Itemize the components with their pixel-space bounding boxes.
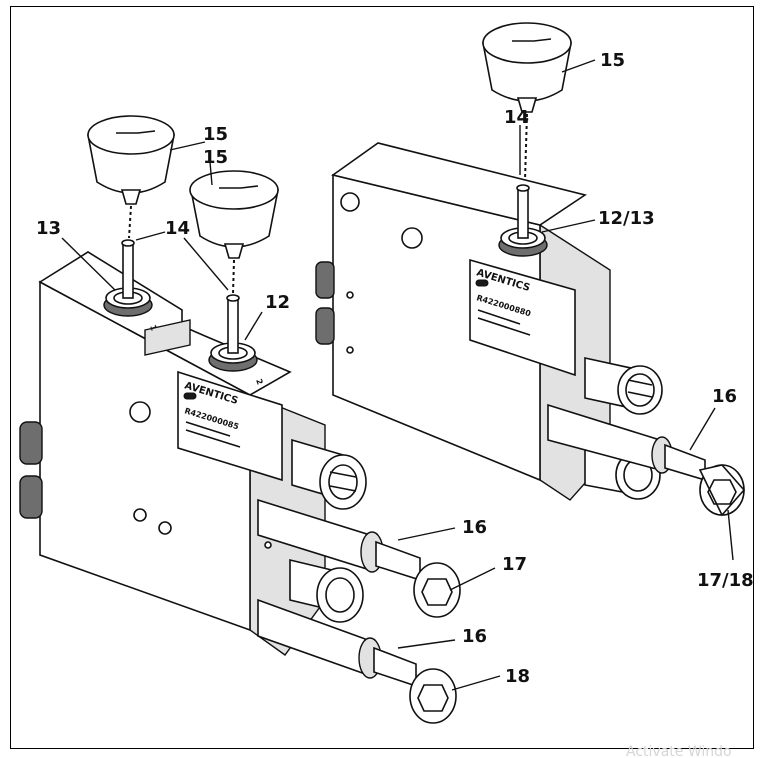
callout-15-left-a: 15	[203, 124, 228, 145]
left-screw-assembly-lower	[257, 598, 457, 724]
port-mark-1: 1	[148, 324, 159, 333]
callout-12-13: 12/13	[598, 208, 655, 229]
callout-16-right: 16	[712, 386, 737, 407]
port-mark-2: 2	[254, 378, 264, 386]
callout-16-a: 16	[462, 517, 487, 538]
left-label-plate	[177, 370, 283, 482]
right-pressure-gauge	[482, 22, 572, 181]
left-pressure-gauge-a	[87, 115, 175, 239]
callout-15-right: 15	[600, 50, 625, 71]
left-gauge-port-1	[103, 239, 153, 317]
right-port-cap-upper	[584, 357, 663, 415]
callout-18: 18	[505, 666, 530, 687]
callout-14-left: 14	[165, 218, 190, 239]
right-screw-assembly	[547, 403, 746, 517]
left-pressure-gauge-b	[189, 170, 279, 295]
right-label-plate	[469, 258, 576, 377]
left-gauge-port-2	[208, 294, 258, 372]
callout-15-left-b: 15	[203, 147, 228, 168]
left-port-cap-upper	[291, 438, 367, 510]
callout-13: 13	[36, 218, 61, 239]
callout-16-b: 16	[462, 626, 487, 647]
right-valve-block: AVENTICS R422000880	[315, 142, 746, 517]
callout-14-right: 14	[504, 107, 529, 128]
right-gauge-port	[498, 184, 548, 257]
left-valve-block: AVENTICS R422000085 1 2	[19, 239, 461, 724]
left-port-cap-lower	[289, 558, 364, 623]
leader-lines	[61, 59, 734, 691]
left-screw-assembly-upper	[257, 498, 461, 618]
callout-17-18: 17/18	[697, 570, 754, 591]
callout-17: 17	[502, 554, 527, 575]
callout-12: 12	[265, 292, 290, 313]
watermark-text: Activate Windo	[626, 744, 732, 758]
figure-frame	[10, 6, 754, 749]
